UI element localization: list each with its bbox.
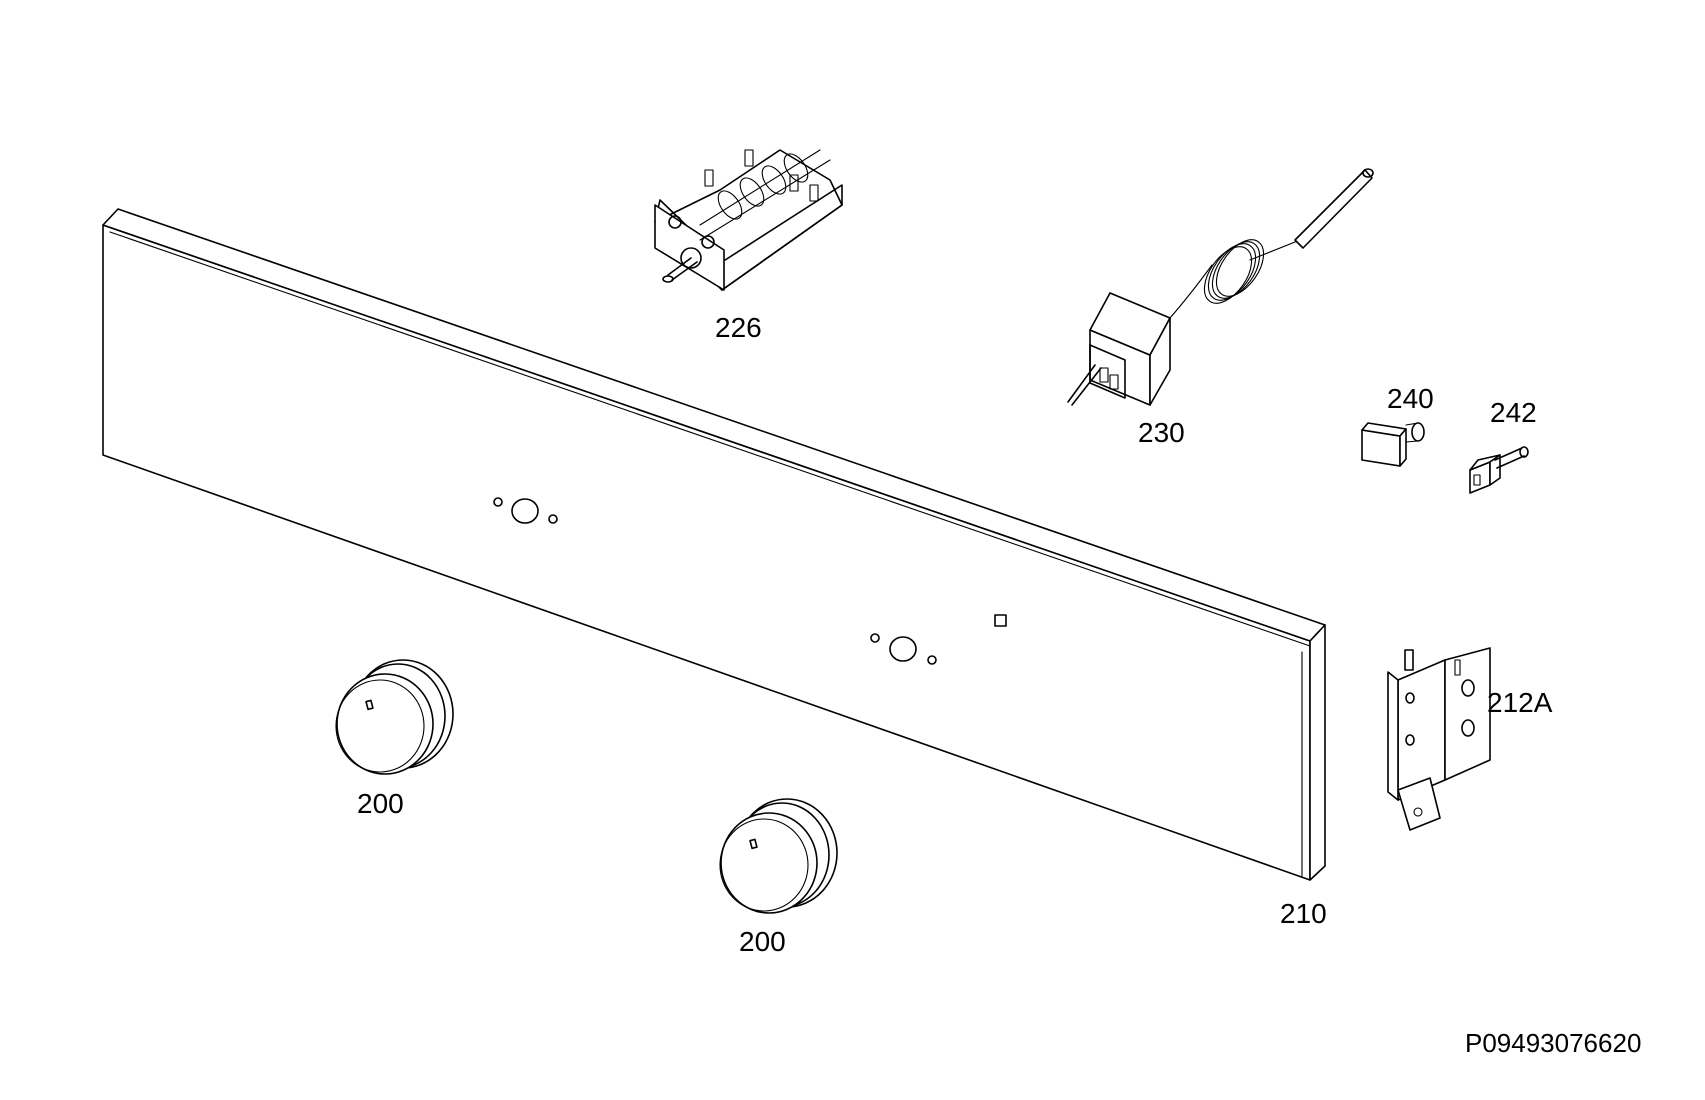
knob-200-left (335, 659, 454, 775)
part-label-200-right: 200 (739, 926, 786, 957)
indicator-lens-240 (1361, 422, 1425, 467)
part-label-230: 230 (1138, 417, 1185, 448)
bracket-212a (1387, 647, 1491, 831)
part-label-200-left: 200 (357, 788, 404, 819)
selector-switch-226 (654, 149, 843, 291)
document-number: P09493076620 (1465, 1028, 1641, 1058)
part-label-212a: 212A (1487, 687, 1553, 718)
part-label-226: 226 (715, 312, 762, 343)
thermostat-230 (1067, 168, 1374, 406)
knob-200-right (719, 798, 838, 914)
part-label-240: 240 (1387, 383, 1434, 414)
pilot-lamp-242 (1469, 446, 1529, 494)
control-panel-210 (102, 208, 1326, 881)
part-label-242: 242 (1490, 397, 1537, 428)
part-label-210: 210 (1280, 898, 1327, 929)
